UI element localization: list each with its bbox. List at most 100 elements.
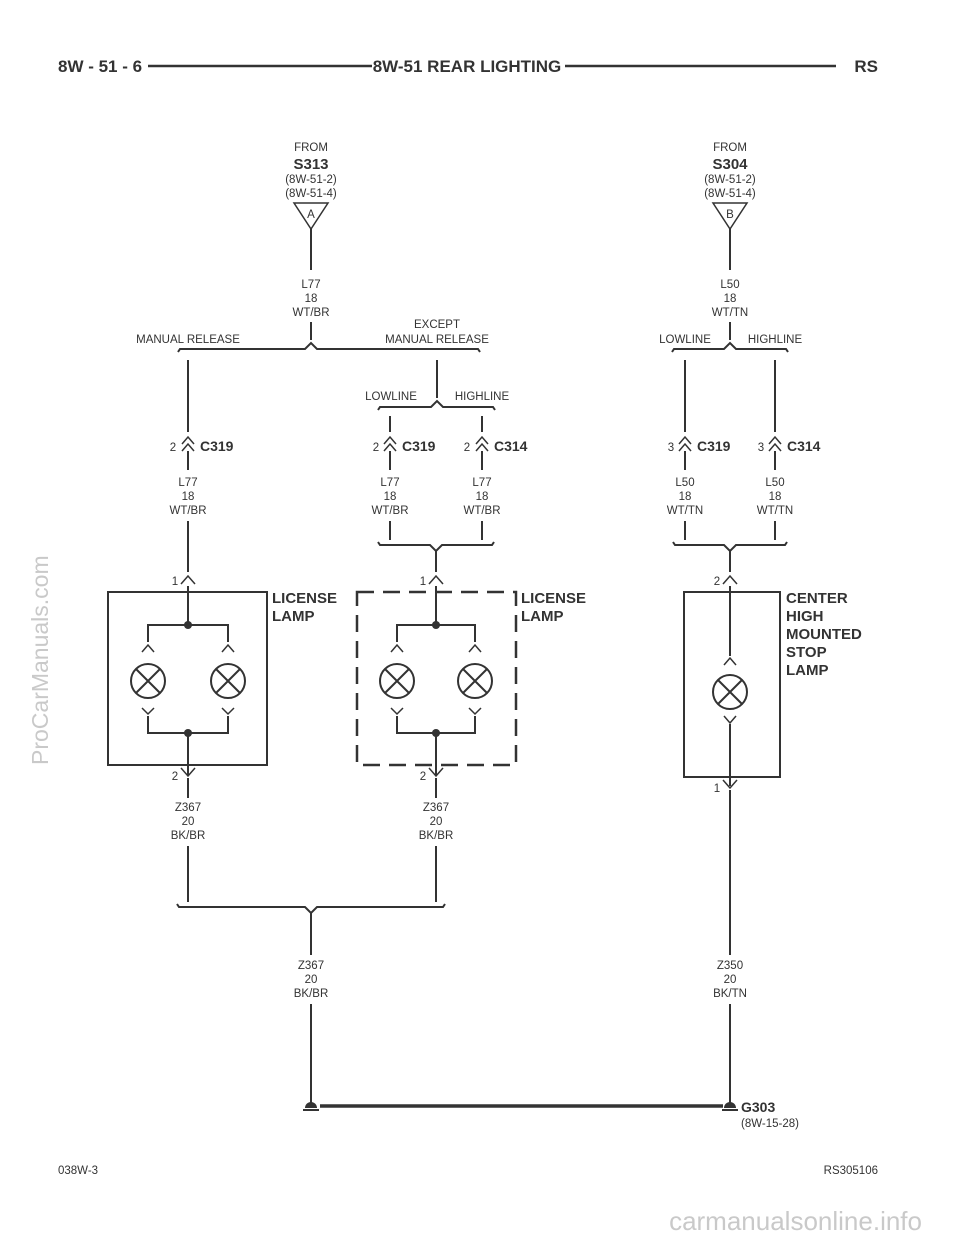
wire-color: BK/TN [713, 988, 747, 1000]
wire-gauge: 20 [724, 974, 737, 986]
wire-segment [147, 624, 229, 642]
terminal-chevron [723, 656, 737, 666]
merge-bracket [672, 541, 788, 553]
component-name: CENTER [786, 590, 848, 607]
ground-g303: G303 (8W-15-28) [303, 1099, 799, 1130]
option-bracket [377, 399, 496, 411]
terminal-chevron [180, 574, 196, 585]
section-title: 8W-51 REAR LIGHTING [373, 57, 562, 76]
page-header: 8W - 51 - 6 8W-51 REAR LIGHTING RS [58, 57, 878, 76]
connector-pin: 3 [758, 442, 764, 454]
lowline-label: LOWLINE [659, 334, 711, 346]
component-name: MOUNTED [786, 626, 862, 643]
wire-color: BK/BR [171, 830, 206, 842]
connector-name: C319 [200, 438, 234, 454]
ground-wire-right: Z350 20 BK/TN [713, 960, 747, 1103]
component-name: LICENSE [521, 590, 586, 607]
terminal-chevron [141, 707, 235, 716]
wire-color: WT/TN [757, 505, 793, 517]
wire-color: BK/BR [419, 830, 454, 842]
highline-label: HIGHLINE [455, 391, 510, 403]
connector-chevron [475, 435, 489, 452]
option-bracket [177, 341, 481, 353]
page-number: 8W - 51 - 6 [58, 57, 142, 76]
connector-chevron [181, 435, 195, 452]
terminal-chevron [390, 643, 482, 653]
bulb-icon [379, 663, 415, 699]
component-name: LAMP [521, 608, 564, 625]
bulb-icon [215, 668, 241, 694]
connector-name: C319 [402, 438, 436, 454]
center-high-mounted-stop-lamp: 2 CENTER HIGH MOUNTED STOP LAMP 1 [683, 574, 862, 955]
bulb-icon [457, 663, 493, 699]
terminal-triangle [292, 202, 330, 231]
wire-code: L77 [178, 477, 197, 489]
terminal-chevron [390, 707, 482, 716]
highline-label: HIGHLINE [748, 334, 803, 346]
ground-icon [724, 1102, 736, 1108]
connector-name: C314 [494, 438, 528, 454]
lowline-label: LOWLINE [365, 391, 417, 403]
wire-gauge: 18 [182, 491, 195, 503]
connector-pin: 3 [668, 442, 674, 454]
ground-icon [305, 1102, 317, 1108]
ref-label: (8W-51-2) [285, 174, 337, 186]
bulb-icon [462, 668, 488, 694]
terminal-chevron [428, 767, 444, 778]
wire-gauge: 18 [384, 491, 397, 503]
connector-chevron [383, 435, 397, 452]
ground-name: G303 [741, 1099, 775, 1115]
wire-code: Z350 [717, 960, 743, 972]
terminal-chevron [141, 643, 235, 653]
wire-code: Z367 [298, 960, 324, 972]
connector-5: 3 C314 L50 18 WT/TN [757, 435, 821, 540]
wire-code: L77 [301, 279, 320, 291]
terminal-letter: B [726, 209, 734, 221]
except-label: EXCEPT [414, 319, 460, 331]
wire-code: L50 [765, 477, 784, 489]
terminal-chevron [180, 767, 196, 778]
wire-code: L50 [675, 477, 694, 489]
splice-label: S313 [293, 156, 328, 173]
wire-code: Z367 [175, 802, 201, 814]
connector-2: 2 C319 L77 18 WT/BR [371, 435, 436, 540]
terminal-chevron [722, 779, 738, 790]
component-name: STOP [786, 644, 827, 661]
terminal-chevron [723, 715, 737, 725]
from-label: FROM [713, 142, 747, 154]
wire-gauge: 18 [724, 293, 737, 305]
from-label: FROM [294, 142, 328, 154]
bulb-icon [135, 668, 161, 694]
wire-color: WT/BR [169, 505, 206, 517]
pin-label: 2 [172, 771, 178, 783]
connector-name: C319 [697, 438, 731, 454]
connector-3: 2 C314 L77 18 WT/BR [463, 435, 528, 540]
ref-label: (8W-51-4) [285, 188, 337, 200]
terminal-letter: A [307, 209, 315, 221]
wire-color: BK/BR [294, 988, 329, 1000]
model-code: RS [854, 57, 878, 76]
ground-ref: (8W-15-28) [741, 1118, 799, 1130]
merge-bracket [377, 541, 495, 553]
except-label: MANUAL RELEASE [385, 334, 489, 346]
bulb-icon [384, 668, 410, 694]
wire-segment [396, 624, 476, 642]
connector-pin: 2 [464, 442, 470, 454]
wire-gauge: 18 [679, 491, 692, 503]
wire-gauge: 18 [305, 293, 318, 305]
wire-color: WT/TN [667, 505, 703, 517]
wire-color: WT/BR [292, 307, 329, 319]
bulb-icon [210, 663, 246, 699]
wire-gauge: 20 [305, 974, 318, 986]
footer-left: 038W-3 [58, 1165, 98, 1177]
bottom-watermark: carmanualsonline.info [669, 1206, 922, 1236]
wire-code: L50 [720, 279, 739, 291]
pin-label: 1 [714, 783, 720, 795]
license-lamp-1: 1 LICENSE LAMP 2 Z367 20 BK/BR [107, 574, 337, 902]
connector-4: 3 C319 L50 18 WT/TN [667, 435, 731, 540]
ref-label: (8W-51-2) [704, 174, 756, 186]
bulb-icon [130, 663, 166, 699]
side-watermark: ProCarManuals.com [27, 555, 53, 765]
